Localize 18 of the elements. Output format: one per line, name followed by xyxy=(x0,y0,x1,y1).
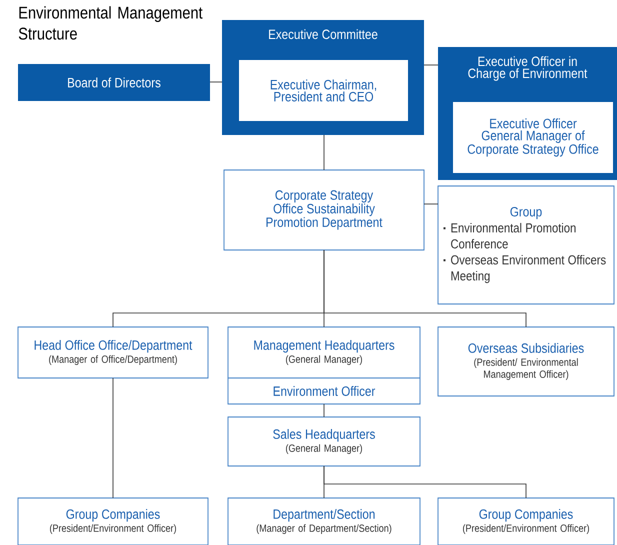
connector-line xyxy=(324,466,526,498)
officer-box: Environment Officer xyxy=(228,378,420,404)
subsidiaries-box: Overseas Subsidiaries (President/ Environmental Management Officer) xyxy=(438,326,614,396)
section-box: Department/Section (Manager of Department/Section) xyxy=(228,498,420,545)
headquarters-box: Sales Headquarters (General Manager) xyxy=(228,416,420,466)
office-box: Corporate Strategy Office Sustainability Promotion Department xyxy=(224,170,424,250)
manager-box: Executive Officer General Manager of Corporate Strategy Office xyxy=(453,102,614,173)
department-box: Head Office Office/Department (Manager of Office/Department) xyxy=(18,326,208,378)
company-box: Group Companies (President/Environment Officer) xyxy=(18,498,208,545)
connector-line xyxy=(112,378,114,498)
connector-line xyxy=(424,64,438,66)
title: Environmental Management Structure xyxy=(18,6,202,40)
connector-line xyxy=(324,250,526,328)
chairman-box: Executive Chairman, President and CEO xyxy=(239,60,408,121)
meeting-box: Group Environmental Promotion Conference Overseas Environment Officers Meeting xyxy=(438,186,614,304)
board-box: Board of Directors xyxy=(18,64,210,101)
headquarters-box: Management Headquarters (General Manager) xyxy=(228,326,420,378)
company-box: Group Companies (President/Environment Officer) xyxy=(438,498,614,545)
